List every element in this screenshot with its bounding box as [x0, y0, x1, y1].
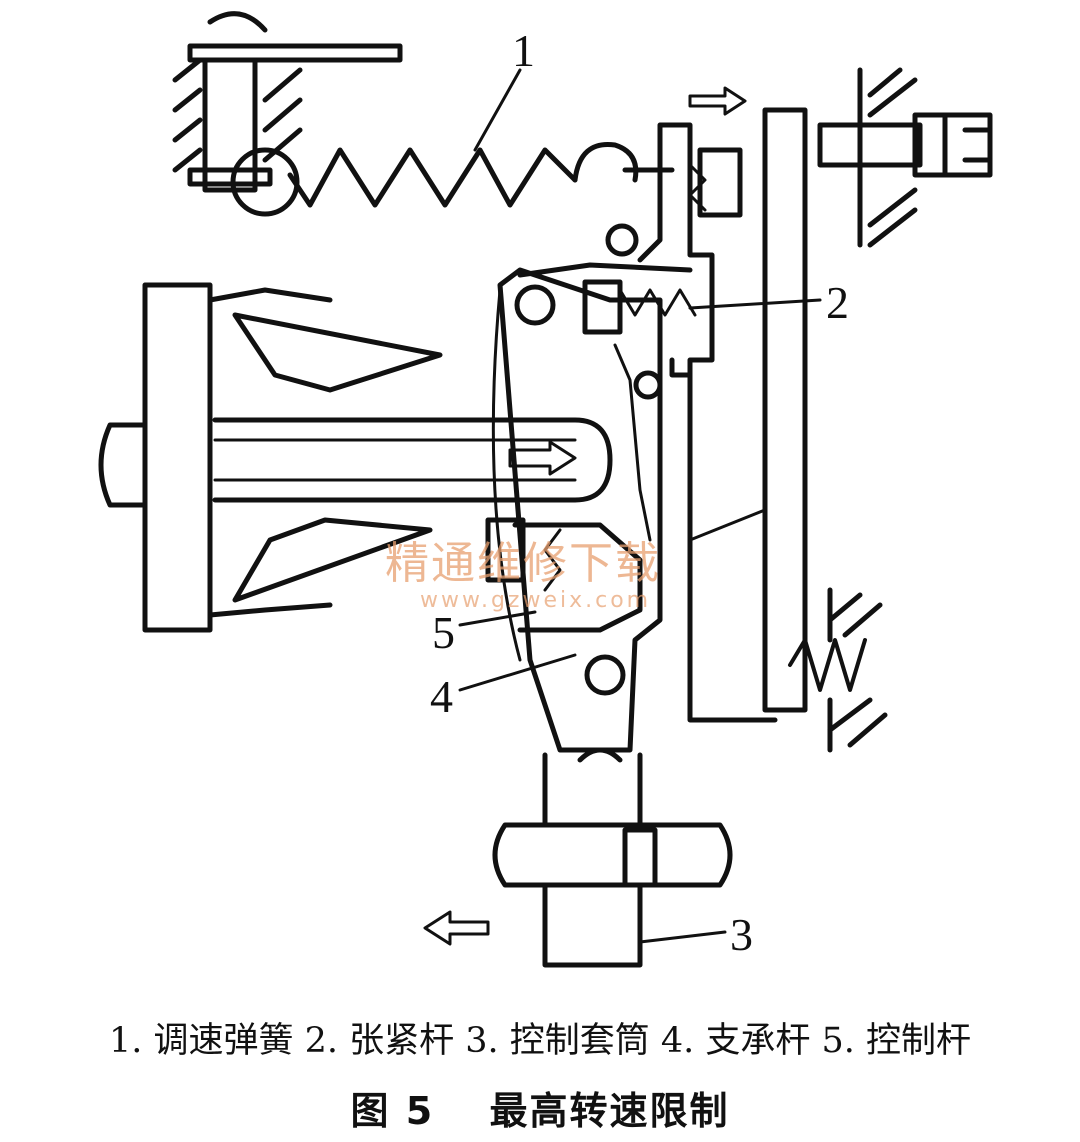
figure-legend: 1. 调速弹簧 2. 张紧杆 3. 控制套筒 4. 支承杆 5. 控制杆	[108, 1021, 972, 1061]
support-lever	[485, 267, 663, 753]
leader-3	[638, 930, 727, 944]
leader-5	[458, 610, 537, 627]
stop-screw	[817, 67, 993, 248]
label-1: 1	[512, 25, 535, 76]
arrow-right-inner	[508, 440, 577, 476]
mechanism-diagram: 1 2 3 4 5 精通维修下载 www.gzweix.com	[98, 11, 993, 968]
leader-2	[688, 298, 822, 310]
spring-anchor	[172, 11, 403, 217]
control-plate	[687, 107, 808, 723]
leader-4	[458, 653, 577, 692]
label-5: 5	[432, 607, 455, 658]
arrow-left-bottom	[423, 910, 490, 946]
label-4: 4	[430, 671, 453, 722]
governor-spring	[287, 147, 578, 208]
watermark-url: www.gzweix.com	[420, 588, 651, 613]
watermark-text: 精通维修下载	[385, 538, 661, 589]
label-3: 3	[730, 909, 753, 960]
leader-1	[473, 68, 522, 152]
lower-spring	[788, 587, 888, 753]
figure-caption: 图 5 最高转速限制	[350, 1089, 730, 1133]
flyweight-assembly	[98, 282, 613, 633]
label-2: 2	[826, 277, 849, 328]
control-sleeve	[492, 747, 733, 968]
tensioning-lever	[514, 122, 743, 400]
arrow-right-top	[688, 86, 747, 116]
